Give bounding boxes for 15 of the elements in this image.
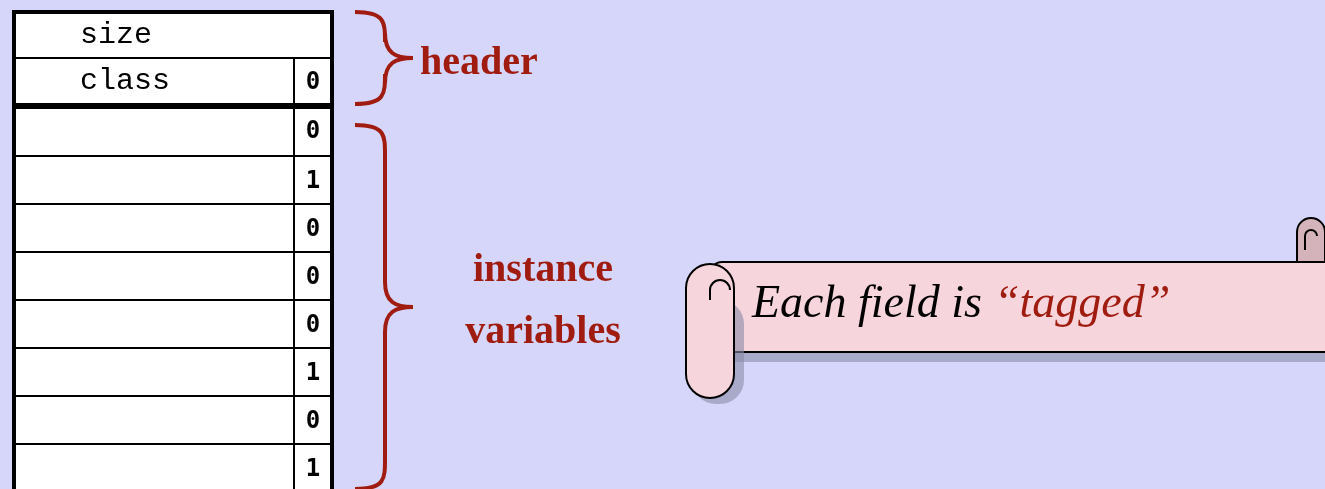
tag-bit: 0 [304, 115, 322, 146]
tag-bit: 1 [304, 453, 322, 484]
brace-label: header [420, 37, 538, 85]
tag-bit: 1 [304, 165, 322, 196]
field-name: class [80, 66, 170, 96]
tag-bit: 0 [304, 66, 322, 97]
tag-bit: 1 [304, 357, 322, 388]
banner-text: Each field is [752, 276, 982, 327]
tag-bit: 0 [304, 213, 322, 244]
tag-bit: 0 [304, 261, 322, 292]
brace-label: instance variables [464, 244, 622, 354]
tag-bit: 0 [304, 309, 322, 340]
emphasis-text: “tagged” [993, 276, 1171, 327]
field-name: size [80, 20, 152, 50]
tag-bit: 0 [304, 405, 322, 436]
